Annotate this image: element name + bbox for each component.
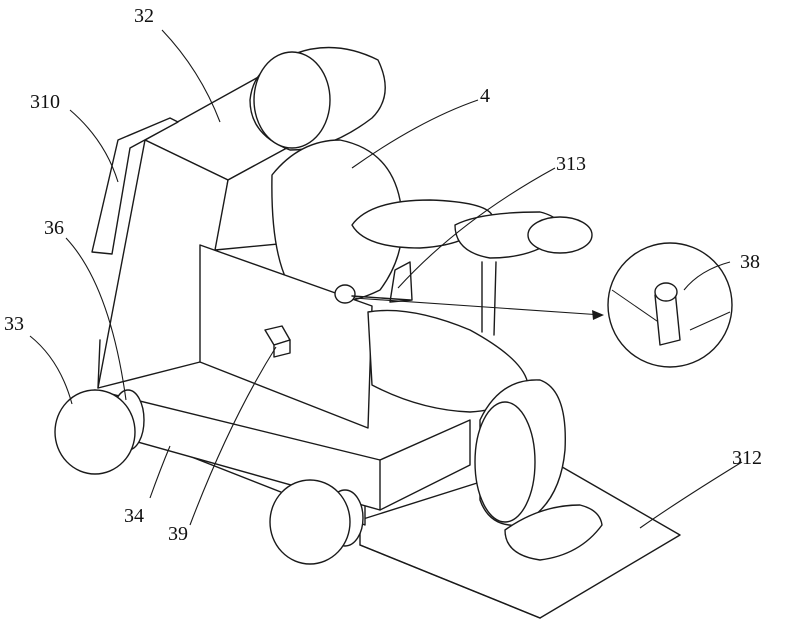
label-313: 313: [556, 153, 586, 175]
label-4: 4: [480, 85, 490, 107]
front-wheel: [269, 479, 364, 565]
label-32: 32: [134, 5, 154, 27]
side-panel: [199, 244, 373, 429]
label-34: 34: [124, 505, 144, 527]
armrest-posts: [481, 261, 497, 336]
rear-strut-36: [97, 339, 101, 389]
label-33: 33: [4, 313, 24, 335]
label-310: 310: [30, 91, 60, 113]
harness-mount-313: [334, 261, 413, 304]
head-cushion: [249, 46, 386, 151]
label-36: 36: [44, 217, 64, 239]
leader-lines: [29, 29, 743, 529]
label-39: 39: [168, 523, 188, 545]
rear-wheel: [54, 389, 145, 475]
leg-cushion: [474, 379, 603, 561]
label-38: 38: [740, 251, 760, 273]
armrest-pads: [351, 199, 593, 259]
armrest-panel-310: [91, 117, 179, 255]
label-312: 312: [732, 447, 762, 469]
